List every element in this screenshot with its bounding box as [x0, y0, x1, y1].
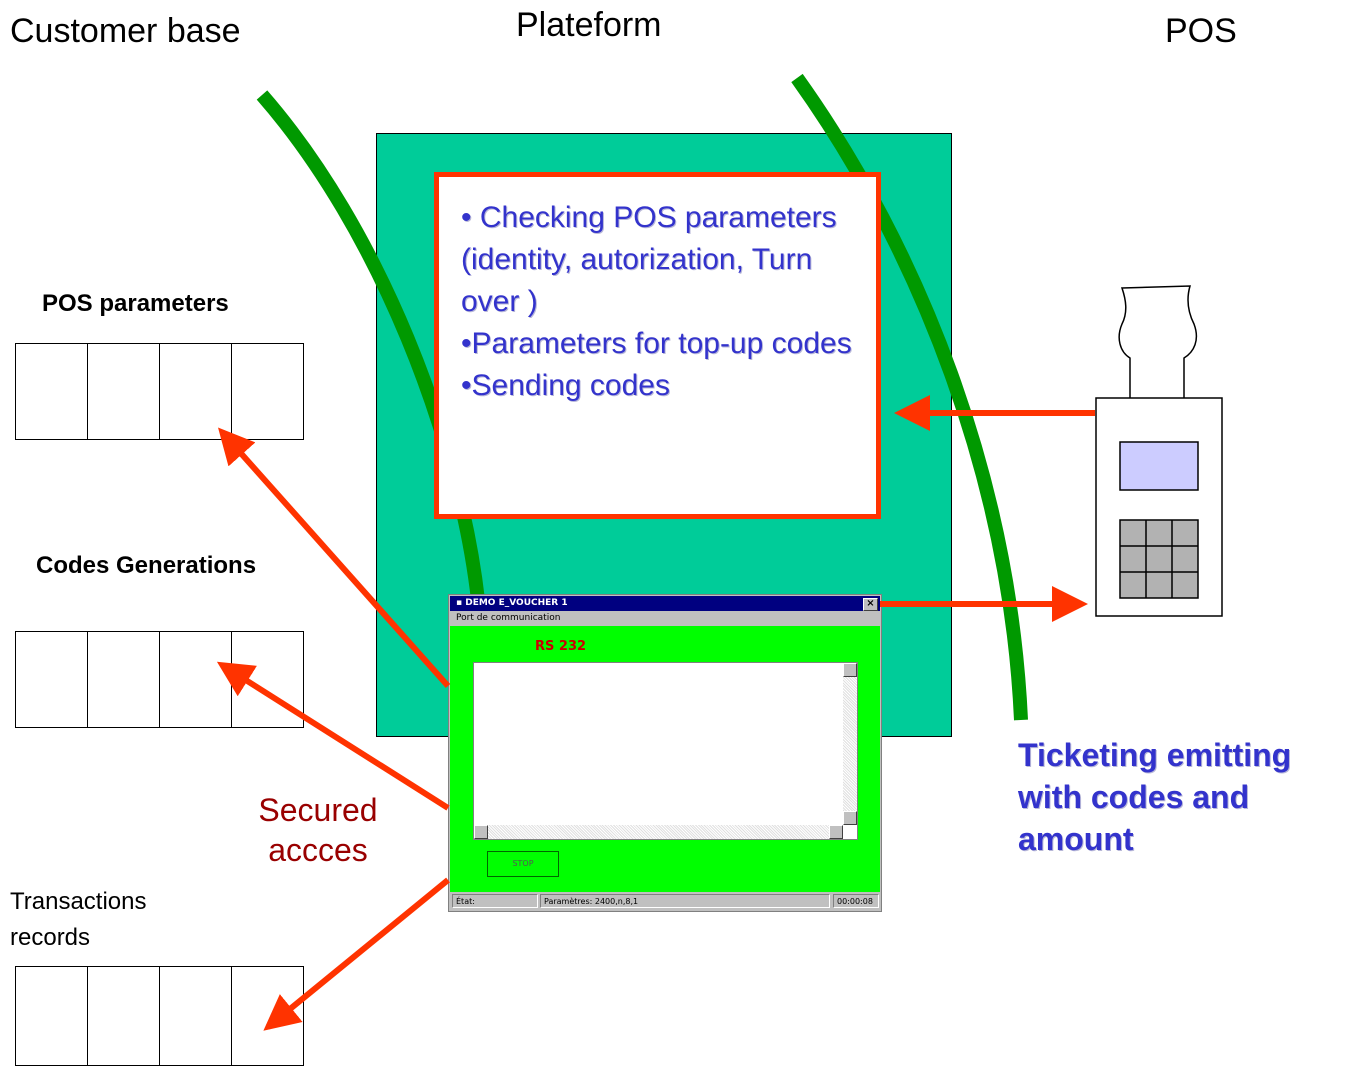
transactions-records-label: Transactions records: [10, 888, 147, 951]
secured-access-label: Secured accces: [258, 792, 378, 868]
transactions-records-table: [15, 966, 304, 1066]
dialog-title: DEMO E_VOUCHER 1: [465, 598, 568, 608]
rs232-label: RS 232: [535, 639, 587, 654]
function-sending-codes: •Sending codes: [461, 369, 670, 402]
menu-port-communication[interactable]: Port de communication: [456, 613, 561, 623]
dialog-titlebar[interactable]: ▪ DEMO E_VOUCHER 1 ×: [450, 596, 880, 611]
function-parameters-codes: •Parameters for top-up codes: [461, 327, 852, 360]
app-icon: ▪: [456, 598, 466, 608]
arrow-to-pos-parameters: [218, 427, 451, 688]
ticketing-label: Ticketing emitting with codes and amount: [1018, 737, 1292, 857]
dialog-body: RS 232 STOP: [450, 626, 880, 892]
status-params: Paramètres: 2400,n,8,1: [540, 894, 830, 908]
platform-functions-box: • Checking POS parameters (identity, aut…: [434, 172, 881, 519]
status-time: 00:00:08: [833, 894, 879, 908]
left-boundary-curve: [256, 90, 485, 601]
scroll-right-icon[interactable]: [829, 825, 843, 839]
scroll-down-icon[interactable]: [843, 811, 857, 825]
scroll-up-icon[interactable]: [843, 663, 857, 677]
stop-button[interactable]: STOP: [487, 851, 559, 877]
customer-base-header: Customer base: [10, 12, 241, 50]
arrow-to-codes-generations: [216, 661, 450, 811]
arrow-to-transactions-records: [263, 877, 450, 1031]
pos-terminal-icon: [1095, 285, 1223, 617]
log-textarea[interactable]: [473, 662, 858, 840]
status-state: État:: [452, 894, 538, 908]
codes-generations-label: Codes Generations: [36, 552, 257, 579]
vertical-scrollbar[interactable]: [843, 663, 857, 825]
right-boundary-curve: [791, 73, 1028, 721]
pos-header: POS: [1165, 12, 1237, 50]
scroll-left-icon[interactable]: [474, 825, 488, 839]
status-bar: État: Paramètres: 2400,n,8,1 00:00:08: [450, 893, 880, 910]
close-icon[interactable]: ×: [863, 598, 878, 611]
function-checking-pos: • Checking POS parameters (identity, aut…: [461, 201, 837, 318]
plateform-header: Plateform: [516, 6, 662, 44]
pos-parameters-label: POS parameters: [42, 290, 229, 317]
voucher-dialog-window: ▪ DEMO E_VOUCHER 1 × Port de communicati…: [448, 594, 882, 912]
horizontal-scrollbar[interactable]: [474, 825, 843, 839]
pos-parameters-table: [15, 343, 304, 440]
